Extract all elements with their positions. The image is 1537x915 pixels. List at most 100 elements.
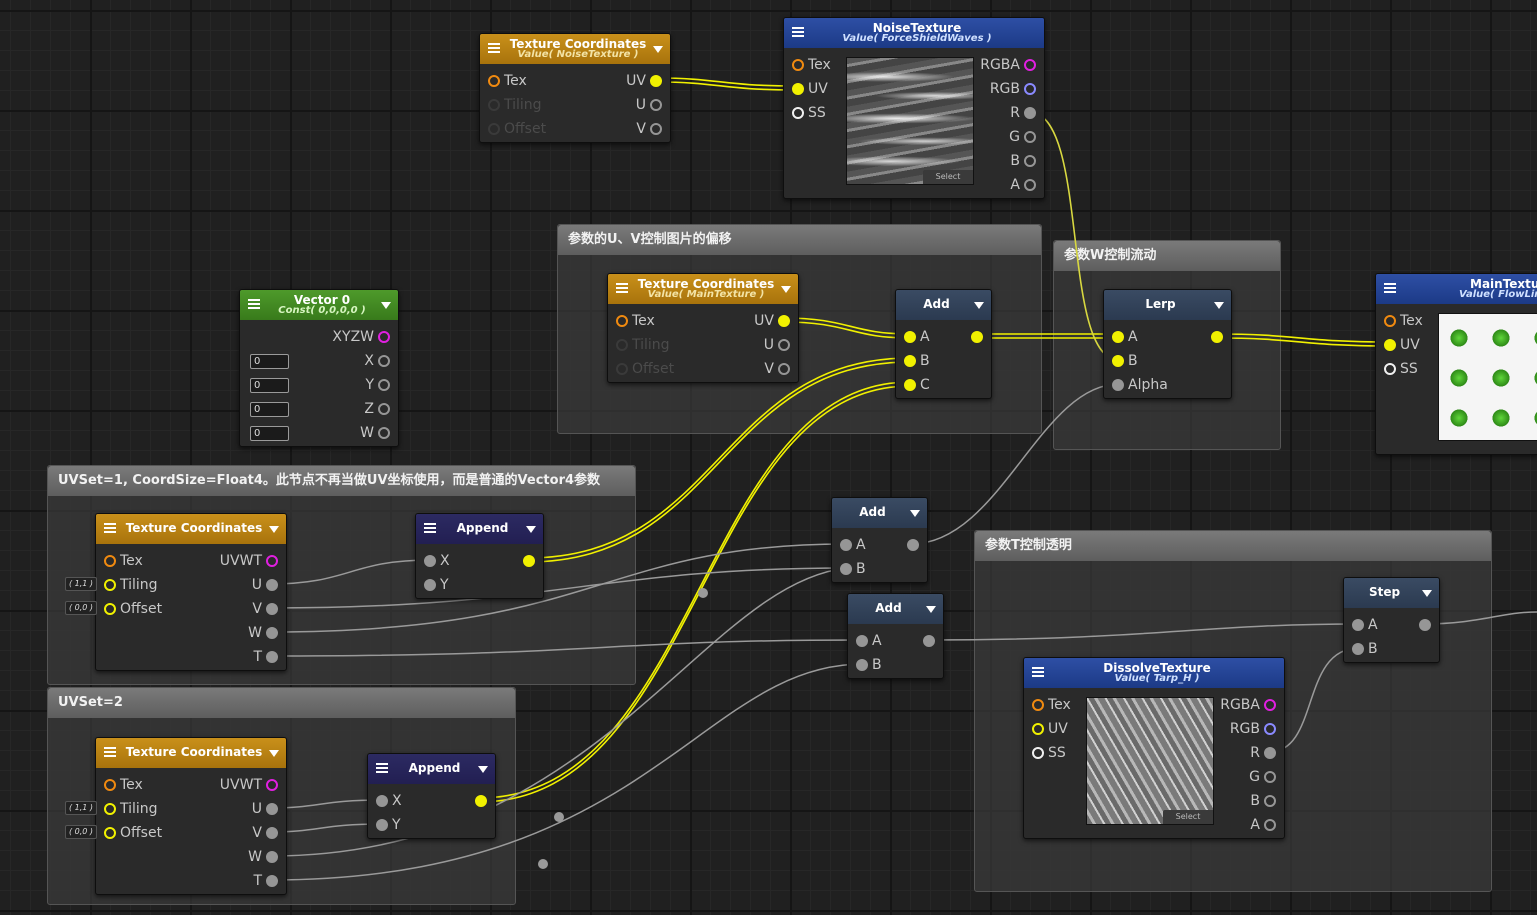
input-pin-icon[interactable] (616, 315, 628, 327)
input-pin-icon[interactable] (856, 659, 868, 671)
node-header[interactable]: Add (832, 498, 927, 528)
node-lerp[interactable]: Lerp A B Alpha (1103, 289, 1232, 399)
texture-preview[interactable] (1438, 313, 1537, 441)
menu-icon[interactable] (1032, 667, 1044, 669)
output-pin-icon[interactable] (971, 331, 983, 343)
node-noise-texture[interactable]: NoiseTexture Value( ForceShieldWaves ) T… (783, 17, 1045, 199)
output-pin-icon[interactable] (378, 331, 390, 343)
output-pin-icon[interactable] (266, 779, 278, 791)
offset-default-value[interactable]: ( 0,0 ) (65, 825, 98, 839)
output-pin-icon[interactable] (266, 603, 278, 615)
output-pin-icon[interactable] (650, 75, 662, 87)
output-pin-icon[interactable] (266, 827, 278, 839)
node-header[interactable]: Add (848, 594, 943, 624)
node-header[interactable]: Append (368, 754, 495, 784)
input-pin-icon[interactable] (616, 339, 628, 351)
node-add-mid1[interactable]: Add A B (831, 497, 928, 583)
output-pin-icon[interactable] (778, 363, 790, 375)
node-header[interactable]: Texture Coordinates Value( NoiseTexture … (480, 34, 670, 64)
input-pin-icon[interactable] (1112, 355, 1124, 367)
input-pin-icon[interactable] (904, 379, 916, 391)
menu-icon[interactable] (792, 27, 804, 29)
dropdown-arrow-icon[interactable] (526, 526, 536, 533)
value-field-x[interactable]: 0 (250, 354, 289, 369)
node-header[interactable]: Append (416, 514, 543, 544)
output-pin-icon[interactable] (923, 635, 935, 647)
input-pin-icon[interactable] (1384, 363, 1396, 375)
node-main-texture[interactable]: MainTexture Value( FlowLin Tex UV SS (1375, 273, 1537, 455)
output-pin-icon[interactable] (266, 651, 278, 663)
value-field-w[interactable]: 0 (250, 426, 289, 441)
offset-default-value[interactable]: ( 0,0 ) (65, 601, 98, 615)
input-pin-icon[interactable] (488, 75, 500, 87)
texture-preview[interactable]: Select (846, 57, 974, 185)
node-header[interactable]: Add (896, 290, 991, 320)
output-pin-icon[interactable] (1264, 699, 1276, 711)
dropdown-arrow-icon[interactable] (1422, 590, 1432, 597)
dropdown-arrow-icon[interactable] (974, 302, 984, 309)
input-pin-icon[interactable] (424, 555, 436, 567)
node-add-top[interactable]: Add A B C (895, 289, 992, 399)
node-header[interactable]: Texture Coordinates Value( MainTexture ) (608, 274, 798, 304)
input-pin-icon[interactable] (1384, 339, 1396, 351)
menu-icon[interactable] (424, 523, 436, 525)
output-pin-icon[interactable] (907, 539, 919, 551)
output-pin-icon[interactable] (1419, 619, 1431, 631)
menu-icon[interactable] (488, 43, 500, 45)
output-pin-icon[interactable] (266, 875, 278, 887)
dropdown-arrow-icon[interactable] (781, 286, 791, 293)
node-header[interactable]: Texture Coordinates (96, 514, 286, 544)
output-pin-icon[interactable] (523, 555, 535, 567)
output-pin-icon[interactable] (1024, 155, 1036, 167)
output-pin-icon[interactable] (266, 579, 278, 591)
dropdown-arrow-icon[interactable] (1214, 302, 1224, 309)
input-pin-icon[interactable] (104, 827, 116, 839)
input-pin-icon[interactable] (1032, 699, 1044, 711)
dropdown-arrow-icon[interactable] (269, 526, 279, 533)
node-header[interactable]: NoiseTexture Value( ForceShieldWaves ) (784, 18, 1044, 48)
output-pin-icon[interactable] (1264, 819, 1276, 831)
output-pin-icon[interactable] (650, 99, 662, 111)
menu-icon[interactable] (616, 283, 628, 285)
output-pin-icon[interactable] (1024, 59, 1036, 71)
output-pin-icon[interactable] (266, 627, 278, 639)
input-pin-icon[interactable] (1384, 315, 1396, 327)
output-pin-icon[interactable] (778, 339, 790, 351)
output-pin-icon[interactable] (1211, 331, 1223, 343)
input-pin-icon[interactable] (1032, 723, 1044, 735)
input-pin-icon[interactable] (904, 355, 916, 367)
node-append2[interactable]: Append X Y (367, 753, 496, 839)
menu-icon[interactable] (376, 763, 388, 765)
input-pin-icon[interactable] (1352, 619, 1364, 631)
output-pin-icon[interactable] (1264, 747, 1276, 759)
input-pin-icon[interactable] (904, 331, 916, 343)
input-pin-icon[interactable] (488, 123, 500, 135)
input-pin-icon[interactable] (104, 555, 116, 567)
output-pin-icon[interactable] (378, 403, 390, 415)
node-header[interactable]: DissolveTexture Value( Tarp_H ) (1024, 658, 1284, 688)
menu-icon[interactable] (104, 747, 116, 749)
node-dissolve-texture[interactable]: DissolveTexture Value( Tarp_H ) Tex UV S… (1023, 657, 1285, 839)
menu-icon[interactable] (1384, 283, 1396, 285)
select-button[interactable]: Select (923, 170, 973, 184)
input-pin-icon[interactable] (792, 59, 804, 71)
select-button[interactable]: Select (1163, 810, 1213, 824)
node-append1[interactable]: Append X Y (415, 513, 544, 599)
value-field-z[interactable]: 0 (250, 402, 289, 417)
input-pin-icon[interactable] (616, 363, 628, 375)
tiling-default-value[interactable]: ( 1,1 ) (65, 801, 98, 815)
node-vector0[interactable]: Vector 0 Const( 0,0,0,0 ) XYZW 0 X 0 Y 0… (239, 289, 399, 447)
input-pin-icon[interactable] (424, 579, 436, 591)
node-texcoords-noise[interactable]: Texture Coordinates Value( NoiseTexture … (479, 33, 671, 143)
node-texcoords-main[interactable]: Texture Coordinates Value( MainTexture )… (607, 273, 799, 383)
output-pin-icon[interactable] (266, 803, 278, 815)
input-pin-icon[interactable] (792, 107, 804, 119)
dropdown-arrow-icon[interactable] (910, 510, 920, 517)
tiling-default-value[interactable]: ( 1,1 ) (65, 577, 98, 591)
output-pin-icon[interactable] (778, 315, 790, 327)
input-pin-icon[interactable] (840, 539, 852, 551)
output-pin-icon[interactable] (1024, 83, 1036, 95)
output-pin-icon[interactable] (266, 555, 278, 567)
node-header[interactable]: MainTexture Value( FlowLin (1376, 274, 1537, 304)
output-pin-icon[interactable] (378, 427, 390, 439)
